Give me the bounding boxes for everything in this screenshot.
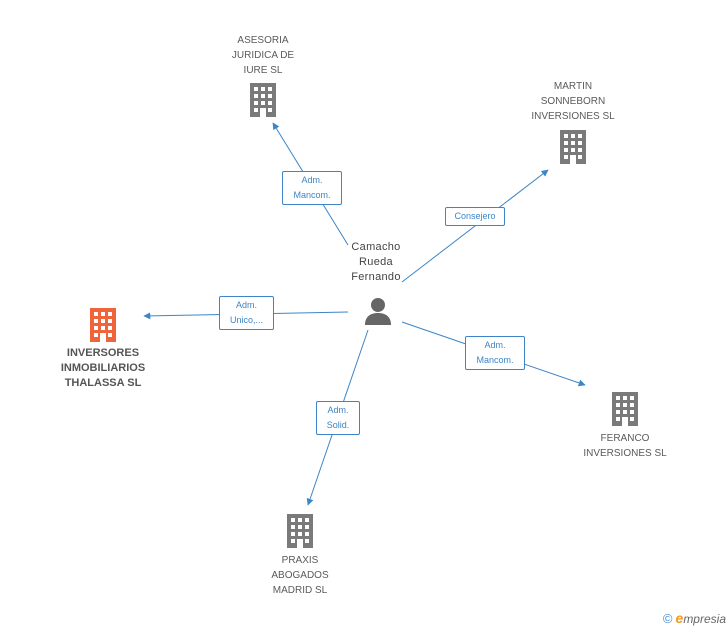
person-name-line: Rueda bbox=[359, 256, 393, 268]
company-label-line: MADRID SL bbox=[272, 585, 328, 596]
company-label-line: INMOBILIARIOS bbox=[60, 362, 146, 374]
company-label-line: FERANCO bbox=[600, 433, 650, 444]
company-node-feranco[interactable]: FERANCO INVERSIONES SL bbox=[575, 392, 675, 461]
building-icon bbox=[213, 83, 313, 117]
company-label-line: MARTIN bbox=[553, 81, 593, 92]
company-label-line: THALASSA SL bbox=[64, 377, 142, 389]
relation-label-line: Mancom. bbox=[476, 355, 514, 365]
relation-label-asesoria[interactable]: Adm. Mancom. bbox=[282, 171, 342, 205]
company-label-line: INVERSIONES SL bbox=[531, 111, 615, 122]
person-name[interactable]: Camacho Rueda Fernando bbox=[336, 240, 416, 285]
company-node-asesoria[interactable]: ASESORIA JURIDICA DE IURE SL bbox=[213, 33, 313, 117]
company-node-inversores[interactable]: INVERSORES INMOBILIARIOS THALASSA SL bbox=[43, 308, 163, 391]
person-name-line: Fernando bbox=[351, 271, 401, 283]
company-label-line: PRAXIS bbox=[281, 555, 319, 566]
building-icon bbox=[43, 308, 163, 342]
building-icon bbox=[518, 130, 628, 164]
relation-label-martin[interactable]: Consejero bbox=[445, 207, 505, 226]
company-label-line: ASESORIA bbox=[237, 35, 289, 46]
building-icon bbox=[575, 392, 675, 426]
relation-label-line: Mancom. bbox=[293, 190, 331, 200]
person-name-line: Camacho bbox=[351, 241, 401, 253]
relation-label-praxis[interactable]: Adm. Solid. bbox=[316, 401, 360, 435]
company-label-line: INVERSIONES SL bbox=[583, 448, 667, 459]
relation-label-line: Consejero bbox=[454, 211, 496, 221]
company-label-line: SONNEBORN bbox=[540, 96, 606, 107]
relation-label-inversores[interactable]: Adm. Unico,... bbox=[219, 296, 274, 330]
person-icon[interactable] bbox=[363, 296, 393, 326]
empresia-watermark: ©empresia bbox=[663, 610, 726, 626]
brand-name: mpresia bbox=[683, 612, 726, 626]
relation-label-line: Adm. bbox=[301, 175, 323, 185]
relation-label-line: Unico,... bbox=[229, 315, 263, 325]
company-label-line: JURIDICA DE bbox=[231, 50, 295, 61]
edge-martin bbox=[401, 169, 549, 283]
company-label-line: INVERSORES bbox=[66, 347, 140, 359]
relation-label-line: Adm. bbox=[327, 405, 349, 415]
copyright-symbol: © bbox=[662, 611, 673, 626]
relation-label-line: Solid. bbox=[326, 420, 350, 430]
company-node-martin[interactable]: MARTIN SONNEBORN INVERSIONES SL bbox=[518, 79, 628, 164]
relation-label-line: Adm. bbox=[235, 300, 257, 310]
company-node-praxis[interactable]: PRAXIS ABOGADOS MADRID SL bbox=[250, 514, 350, 598]
brand-initial: e bbox=[675, 610, 684, 626]
company-label-line: ABOGADOS bbox=[271, 570, 329, 581]
building-icon bbox=[250, 514, 350, 548]
relation-label-line: Adm. bbox=[484, 340, 506, 350]
company-label-line: IURE SL bbox=[243, 65, 283, 76]
relation-label-feranco[interactable]: Adm. Mancom. bbox=[465, 336, 525, 370]
